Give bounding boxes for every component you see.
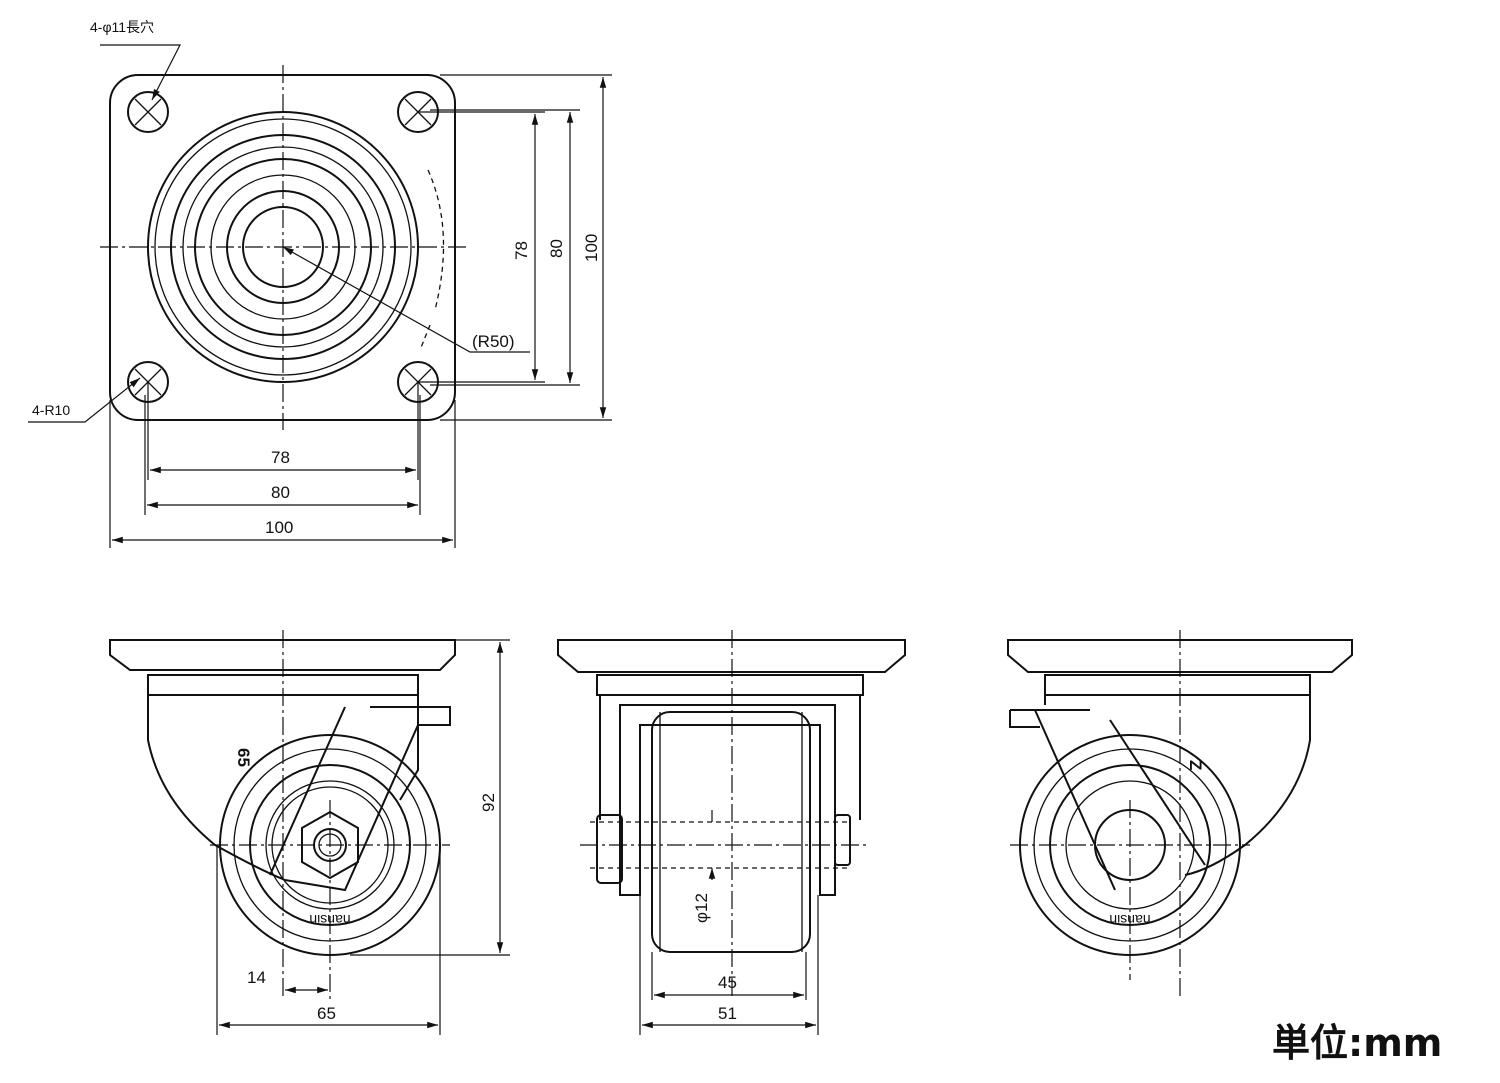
side-view (109, 630, 510, 1035)
dim-wheel-65: 65 (317, 1004, 336, 1023)
dim-height-92: 92 (479, 793, 498, 812)
wheel-brand-rear: nansin (1109, 912, 1150, 928)
hole-note: 4-φ11長穴 (90, 19, 154, 35)
top-view (28, 44, 612, 548)
dim-offset-14: 14 (247, 968, 266, 987)
unit-label: 単位:mm (1272, 1021, 1443, 1065)
wheel-brand-side: nansin (309, 912, 350, 928)
axle-nut (301, 810, 359, 880)
size-mark: 65 (234, 748, 253, 767)
dim-axle-phi12: φ12 (692, 893, 711, 923)
dim-h-78: 78 (271, 448, 290, 467)
corner-radius-note: 4-R10 (32, 402, 70, 418)
dim-width-45: 45 (718, 973, 737, 992)
rear-view (1007, 630, 1353, 1000)
wheel-front (651, 711, 811, 953)
front-view (557, 630, 906, 1035)
dim-v-78: 78 (512, 241, 531, 260)
dim-h-80: 80 (271, 483, 290, 502)
dim-width-51: 51 (718, 1004, 737, 1023)
logo-mark: Z (1186, 760, 1205, 770)
dim-v-100: 100 (582, 234, 601, 262)
radius-note: (R50) (472, 332, 515, 351)
dim-h-100: 100 (265, 518, 293, 537)
dim-v-80: 80 (547, 239, 566, 258)
